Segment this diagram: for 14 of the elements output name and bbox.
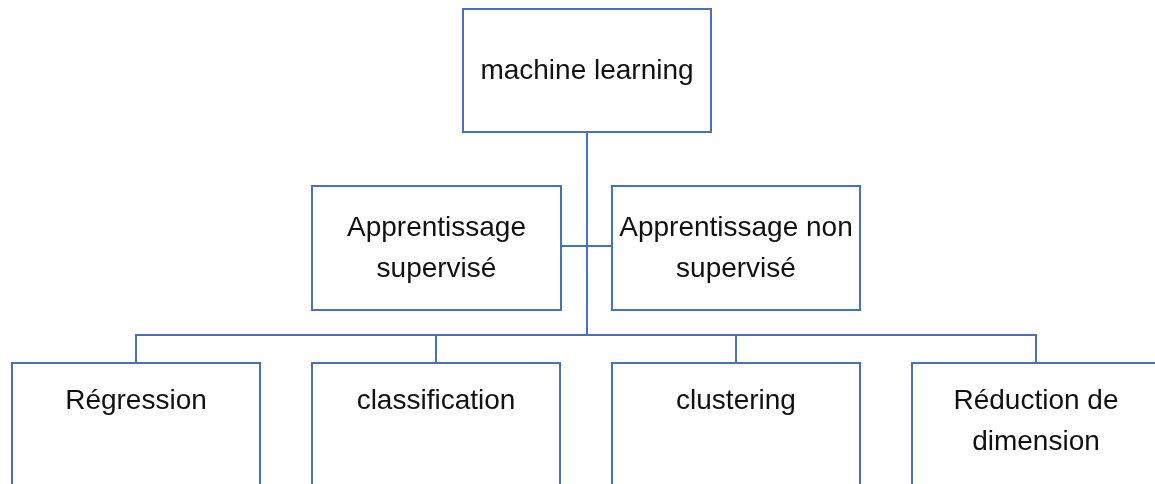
category-box xyxy=(611,362,861,484)
node-label: Apprentissage supervisé xyxy=(346,210,527,285)
category-box xyxy=(911,362,1155,484)
node-label: clustering xyxy=(676,383,796,417)
category-box xyxy=(611,185,861,311)
node-label: machine learning xyxy=(480,53,694,88)
node-label: Régression xyxy=(65,383,207,417)
category-box xyxy=(462,8,712,133)
category-box xyxy=(311,362,561,484)
node-label: classification xyxy=(356,383,516,417)
node-label: Apprentissage non supervisé xyxy=(618,210,854,285)
node-label: Réduction de dimension xyxy=(952,383,1120,458)
category-box xyxy=(11,362,261,484)
category-box xyxy=(311,185,562,311)
